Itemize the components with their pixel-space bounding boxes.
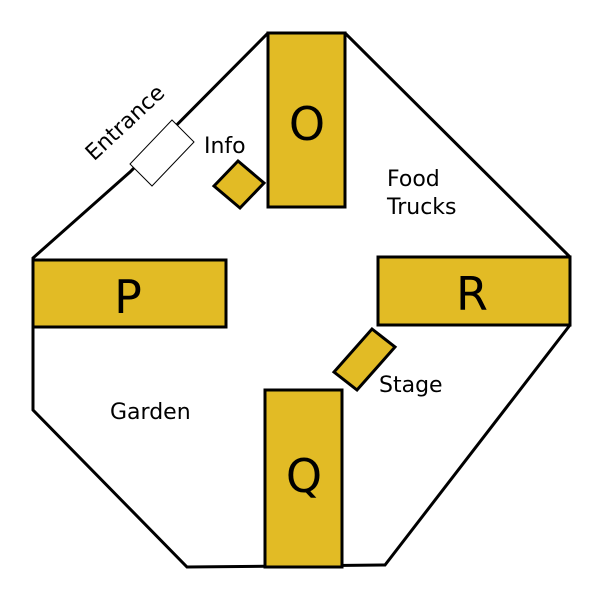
building-q[interactable] [263, 388, 344, 569]
food-trucks-label-line1: Food [387, 167, 440, 192]
building-r[interactable] [376, 255, 572, 327]
building-o[interactable] [266, 31, 347, 209]
stage-booth[interactable] [331, 326, 398, 393]
building-p-label: P [114, 270, 142, 324]
entrance-gate[interactable] [129, 119, 195, 187]
stage-label: Stage [379, 373, 443, 398]
garden-label: Garden [110, 400, 191, 425]
food-trucks-label-line2: Trucks [386, 195, 457, 220]
info-label: Info [204, 134, 246, 159]
building-p[interactable] [31, 258, 228, 329]
building-o-label: O [289, 97, 325, 151]
building-r-label: R [456, 267, 488, 321]
info-booth[interactable] [211, 158, 267, 211]
building-q-label: Q [286, 449, 322, 503]
